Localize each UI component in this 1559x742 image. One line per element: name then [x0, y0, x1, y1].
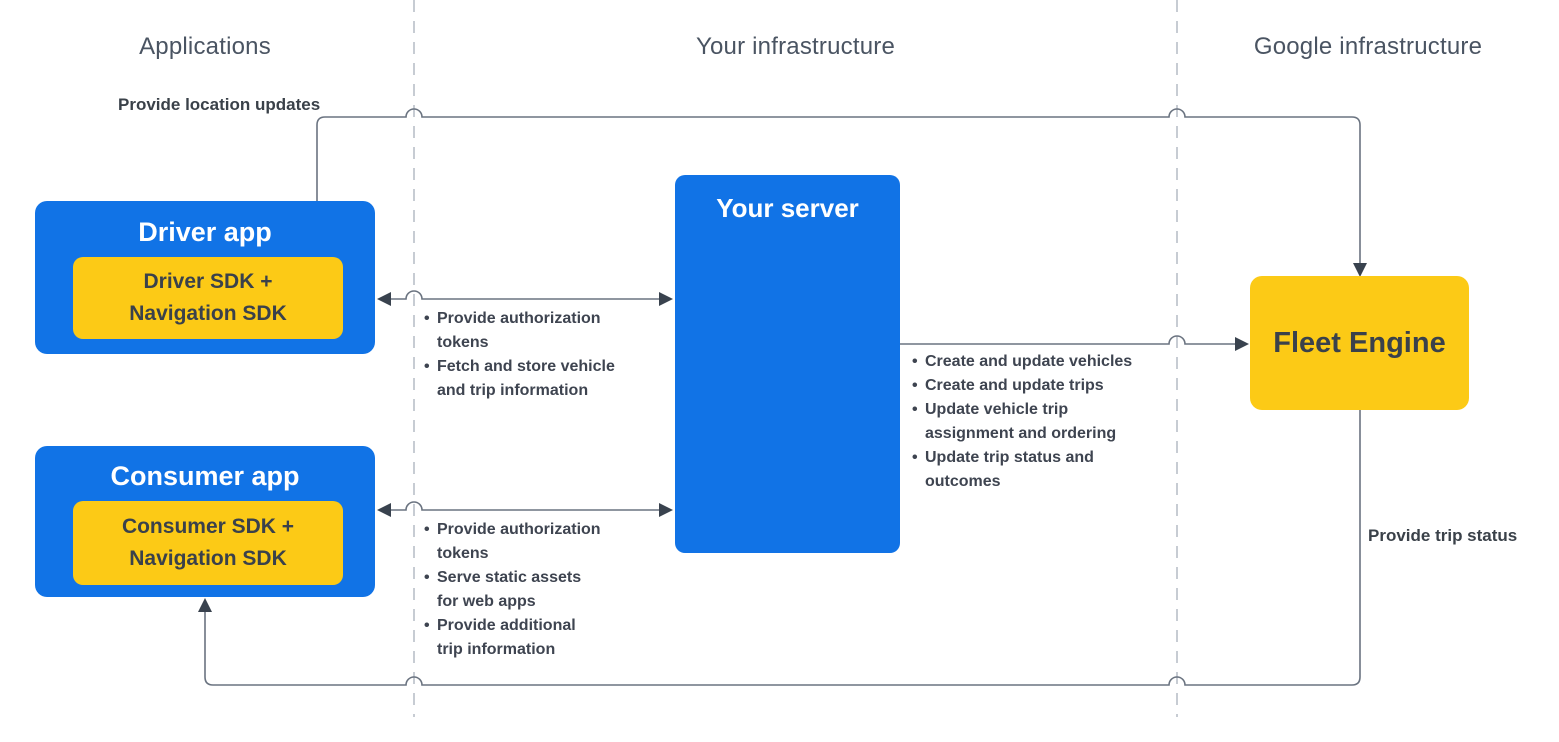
fleet-engine-node: Fleet Engine: [1250, 276, 1469, 410]
arrowhead-right-fleet-engine-left: [1235, 337, 1249, 351]
bullet-icon: •: [912, 449, 918, 466]
arrowhead-down-fleet-engine-top: [1353, 263, 1367, 277]
bullet-icon: •: [424, 310, 430, 327]
arrowhead-left-driver-app: [377, 292, 391, 306]
arrowhead-left-consumer-app: [377, 503, 391, 517]
driver-app-title: Driver app: [138, 217, 272, 247]
consumer-server-responsibilities: • Provide authorization tokens • Serve s…: [424, 518, 664, 662]
driver-sdk-node: Driver SDK + Navigation SDK: [73, 257, 343, 339]
column-header-applications: Applications: [139, 33, 271, 60]
list-item: • Provide authorization tokens: [424, 518, 664, 566]
list-item: • Create and update vehicles: [912, 350, 1182, 374]
bullet-icon: •: [424, 617, 430, 634]
list-item: • Provide additional trip information: [424, 614, 664, 662]
server-fleet-connector: [900, 335, 1238, 345]
trip-status-connector: [204, 410, 1361, 686]
arrowhead-up-consumer-app-bottom: [198, 598, 212, 612]
your-server-node: Your server: [675, 175, 900, 553]
bullet-icon: •: [424, 521, 430, 538]
bullet-icon: •: [912, 401, 918, 418]
arrowhead-right-your-server-bottom: [659, 503, 673, 517]
provide-trip-status-label: Provide trip status: [1368, 526, 1518, 545]
list-item: • Fetch and store vehicle and trip infor…: [424, 355, 664, 403]
list-item: • Create and update trips: [912, 374, 1182, 398]
list-item: • Update trip status and outcomes: [912, 446, 1182, 494]
server-fleet-responsibilities: • Create and update vehicles • Create an…: [912, 350, 1182, 494]
bullet-icon: •: [912, 353, 918, 370]
consumer-server-connector: [388, 501, 662, 511]
list-item: • Provide authorization tokens: [424, 307, 664, 355]
bullet-icon: •: [424, 569, 430, 586]
bullet-icon: •: [424, 358, 430, 375]
provide-location-updates-label: Provide location updates: [118, 95, 321, 114]
driver-server-connector: [388, 290, 662, 300]
consumer-app-title: Consumer app: [110, 461, 300, 491]
column-header-google-infrastructure: Google infrastructure: [1253, 33, 1483, 60]
location-updates-connector: [316, 108, 1361, 266]
list-item: • Serve static assets for web apps: [424, 566, 664, 614]
arrowhead-right-your-server-top: [659, 292, 673, 306]
column-header-your-infrastructure: Your infrastructure: [695, 33, 895, 60]
consumer-sdk-node: Consumer SDK + Navigation SDK: [73, 501, 343, 585]
bullet-icon: •: [912, 377, 918, 394]
list-item: • Update vehicle trip assignment and ord…: [912, 398, 1182, 446]
driver-server-responsibilities: • Provide authorization tokens • Fetch a…: [424, 307, 664, 403]
your-server-title: Your server: [716, 193, 859, 223]
